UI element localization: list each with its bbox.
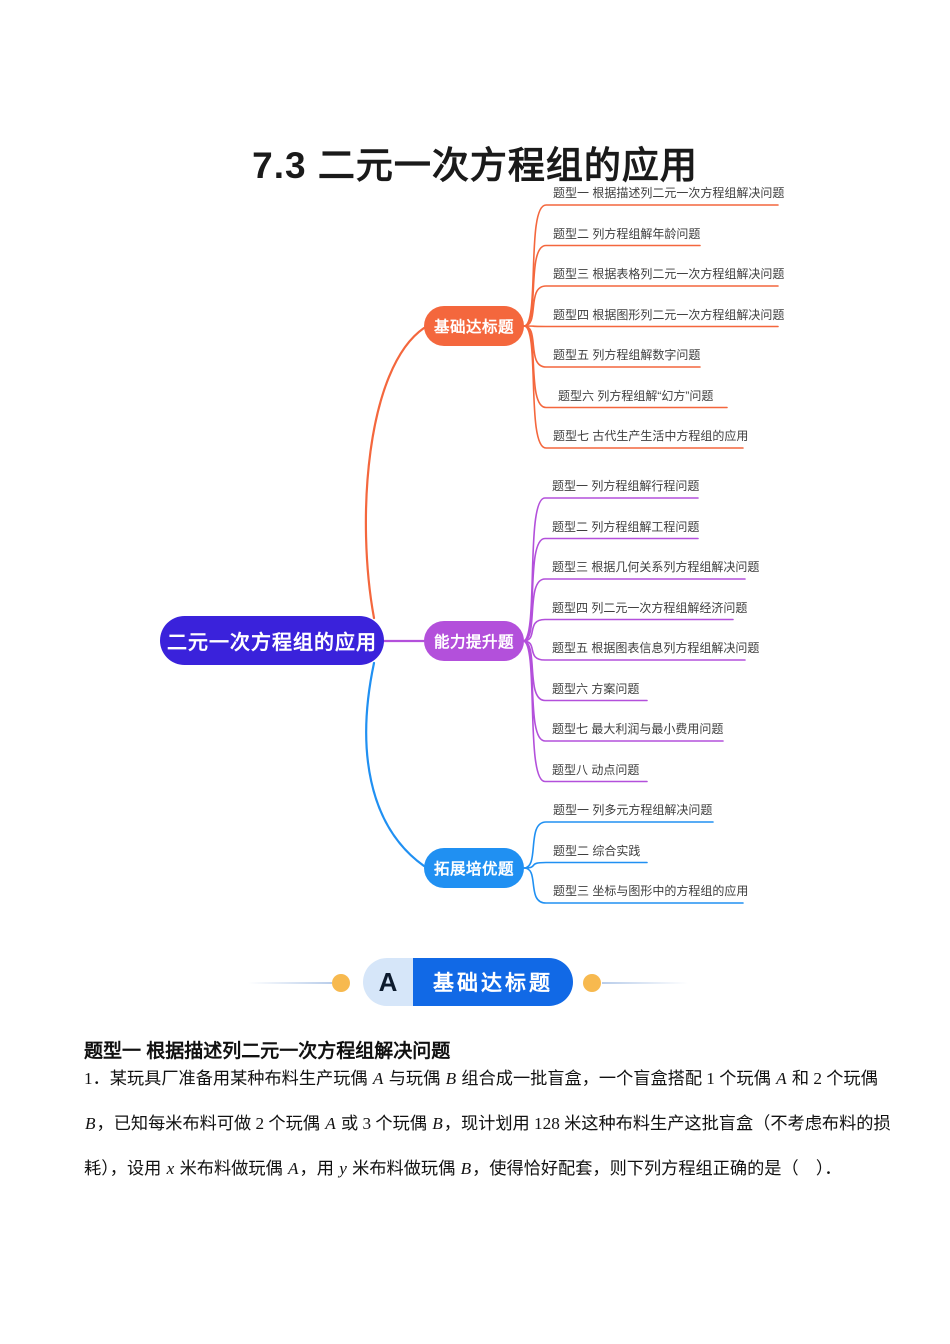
leaf-connector <box>523 325 779 328</box>
leaf-connector <box>522 578 746 642</box>
math-var: B <box>432 1114 443 1133</box>
problem-heading: 题型一 根据描述列二元一次方程组解决问题 <box>84 1041 451 1062</box>
mindmap-leaf-label: 题型二 列方程组解年龄问题 <box>553 226 701 241</box>
mindmap-leaf-label: 题型六 方案问题 <box>552 681 640 696</box>
math-var: A <box>372 1069 384 1088</box>
mindmap-leaf-label: 题型二 列方程组解工程问题 <box>552 519 700 534</box>
mindmap-leaf-label: 题型四 列二元一次方程组解经济问题 <box>552 600 748 615</box>
branch-node-extension: 拓展培优题 <box>424 848 524 888</box>
problem-segment: 与玩偶 <box>384 1069 445 1088</box>
divider-dot-right <box>583 974 601 992</box>
mindmap-leaf-label: 题型七 最大利润与最小费用问题 <box>552 722 724 736</box>
problem-segment: 或 3 个玩偶 <box>336 1114 432 1133</box>
mindmap-leaf-label: 题型七 古代生产生活中方程组的应用 <box>553 429 749 443</box>
math-var: B <box>460 1159 472 1178</box>
math-var: A <box>776 1069 787 1088</box>
mindmap-leaf-label: 题型五 列方程组解数字问题 <box>553 348 701 362</box>
problem-segment: 米布料做玩偶 <box>175 1159 288 1178</box>
math-var: A <box>325 1114 336 1133</box>
branch-node-basic: 基础达标题 <box>424 306 524 346</box>
problem-segment: 组合成一批盲盒，一个盲盒搭配 1 个玩偶 <box>457 1069 776 1088</box>
problem-segment: ，用 <box>299 1159 339 1178</box>
problem-line: 1．某玩具厂准备用某种布料生产玩偶 A 与玩偶 B 组合成一批盲盒，一个盲盒搭配… <box>84 1056 878 1101</box>
leaf-connector <box>522 537 699 642</box>
leaf-connector <box>523 821 714 869</box>
leaf-connector <box>522 618 734 642</box>
problem-segment: 耗），设用 <box>84 1159 166 1178</box>
badge-label: 基础达标题 <box>413 958 573 1006</box>
divider-dot-left <box>332 974 350 992</box>
leaf-connector <box>522 640 648 783</box>
mindmap-leaf-label: 题型三 根据几何关系列方程组解决问题 <box>552 560 760 574</box>
mindmap-leaf-label: 题型三 坐标与图形中的方程组的应用 <box>553 884 749 898</box>
leaf-connector <box>523 204 779 327</box>
mindmap-root-node: 二元一次方程组的应用 <box>160 616 384 665</box>
leaf-connector <box>523 285 779 327</box>
divider-line-right <box>602 982 688 984</box>
mindmap-leaf-label: 题型三 根据表格列二元一次方程组解决问题 <box>553 267 785 281</box>
page-title: 7.3 二元一次方程组的应用 <box>252 144 698 186</box>
problem-segment: ，现计划用 128 米这种布料生产这批盲盒（不考虑布料的损 <box>443 1114 891 1133</box>
leaf-connector <box>523 325 744 449</box>
mindmap-leaf-label: 题型五 根据图表信息列方程组解决问题 <box>552 641 760 655</box>
leaf-connector <box>523 325 701 368</box>
divider-line-left <box>248 982 332 984</box>
leaf-connector <box>523 244 701 327</box>
problem-segment: 1．某玩具厂准备用某种布料生产玩偶 <box>84 1069 372 1088</box>
leaf-connector <box>523 867 744 904</box>
math-var: y <box>339 1159 347 1178</box>
branch-connector-basic <box>364 326 426 620</box>
mindmap-leaf-label: 题型二 综合实践 <box>553 843 641 858</box>
mindmap-leaf-label: 题型一 根据描述列二元一次方程组解决问题 <box>553 186 785 200</box>
mindmap-leaf-label: 题型四 根据图形列二元一次方程组解决问题 <box>553 307 785 322</box>
branch-connector-extension <box>365 661 426 868</box>
mindmap-leaf-label: 题型六 列方程组解“幻方”问题 <box>558 388 714 403</box>
mindmap-leaf-label: 题型八 动点问题 <box>552 762 640 777</box>
problem-text: 1．某玩具厂准备用某种布料生产玩偶 A 与玩偶 B 组合成一批盲盒，一个盲盒搭配… <box>84 1056 891 1191</box>
problem-line: 耗），设用 x 米布料做玩偶 A，用 y 米布料做玩偶 B，使得恰好配套，则下列… <box>84 1146 868 1191</box>
section-badge: A 基础达标题 <box>363 958 573 1006</box>
mindmap-leaf-label: 题型一 列方程组解行程问题 <box>552 479 700 493</box>
problem-line: B，已知每米布料可做 2 个玩偶 A 或 3 个玩偶 B，现计划用 128 米这… <box>84 1101 891 1146</box>
problem-segment: 米布料做玩偶 <box>347 1159 460 1178</box>
badge-letter: A <box>363 958 413 1006</box>
problem-segment: ，使得恰好配套，则下列方程组正确的是（ ）． <box>472 1159 842 1178</box>
mindmap-leaf-label: 题型一 列多元方程组解决问题 <box>553 803 713 817</box>
branch-node-ability: 能力提升题 <box>424 621 524 661</box>
math-var: x <box>166 1159 175 1178</box>
math-var: B <box>85 1114 96 1133</box>
problem-segment: ，已知每米布料可做 2 个玩偶 <box>96 1114 325 1133</box>
problem-segment: 和 2 个玩偶 <box>787 1069 878 1088</box>
math-var: A <box>288 1159 299 1178</box>
math-var: B <box>445 1069 457 1088</box>
leaf-connector <box>523 861 648 869</box>
